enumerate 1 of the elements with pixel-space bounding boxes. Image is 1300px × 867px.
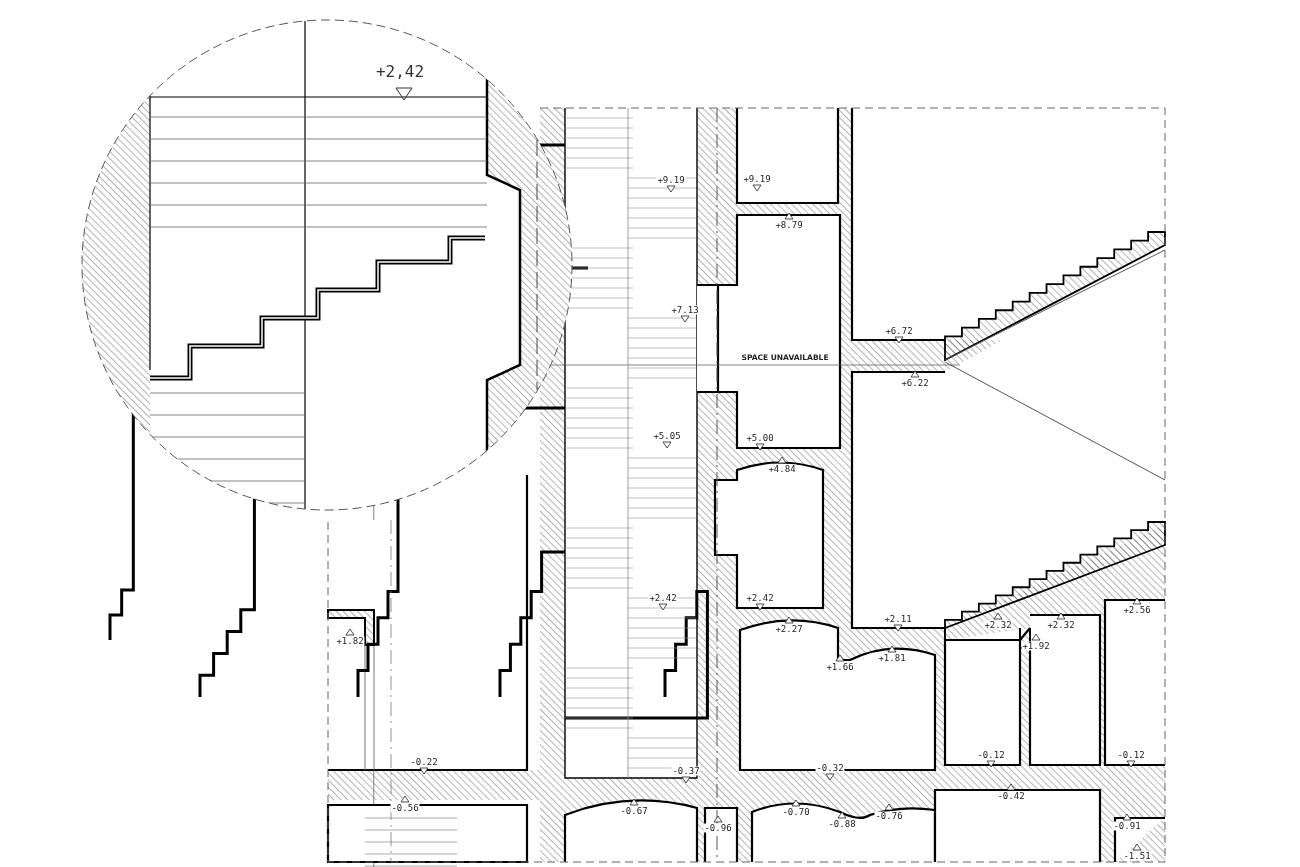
- level-label: +2,42: [374, 64, 426, 80]
